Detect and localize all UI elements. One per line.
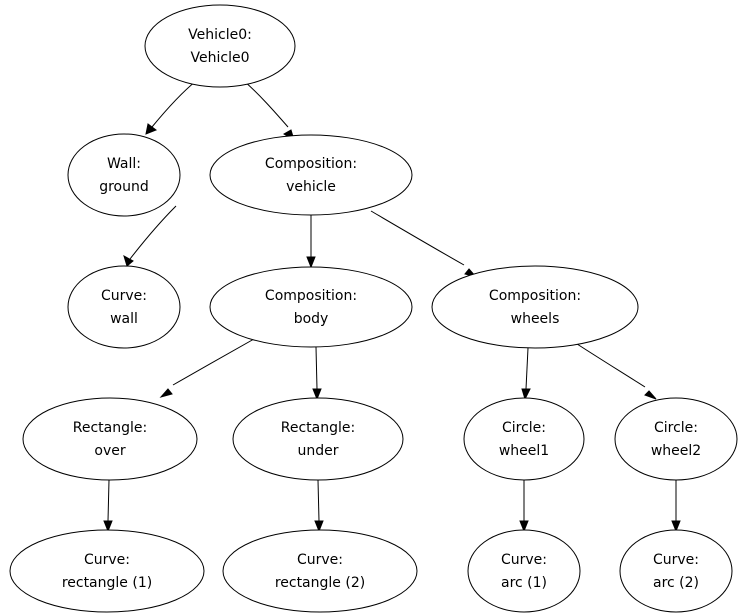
graph-edge <box>671 480 681 533</box>
edge-arrowhead-icon <box>145 123 158 135</box>
graph-node[interactable]: Circle: wheel2 <box>614 397 738 481</box>
edge-line <box>129 205 177 260</box>
graph-edge <box>370 210 478 278</box>
node-label-type: Composition: <box>265 288 357 304</box>
edge-line <box>573 341 646 388</box>
edge-line <box>315 346 318 390</box>
node-ellipse-shape <box>619 529 733 613</box>
node-ellipse-shape <box>22 397 198 481</box>
edge-line <box>151 80 197 128</box>
edge-arrowhead-icon <box>123 254 134 267</box>
node-label-name: wheel2 <box>651 443 701 459</box>
node-ellipse-shape <box>67 265 181 349</box>
node-label-name: wheel1 <box>499 443 549 459</box>
node-ellipse-shape <box>144 4 296 88</box>
node-ellipse-shape <box>232 397 404 481</box>
graph-node[interactable]: Curve: rectangle (2) <box>222 529 418 613</box>
graph-node[interactable]: Composition: body <box>209 266 413 348</box>
node-ellipse-shape <box>431 265 639 349</box>
edge-line <box>172 338 255 386</box>
node-ellipse-shape <box>209 134 413 216</box>
node-ellipse-shape <box>222 529 418 613</box>
node-ellipse-shape <box>467 529 581 613</box>
node-label-name: Vehicle0 <box>191 50 250 66</box>
graph-edge <box>103 479 113 533</box>
graph-node[interactable]: Rectangle: over <box>22 397 198 481</box>
node-ellipse-shape <box>67 133 181 217</box>
edge-line <box>243 80 289 128</box>
edge-line <box>370 210 465 266</box>
graph-edge <box>145 80 197 135</box>
node-label-type: Vehicle0: <box>188 27 252 43</box>
nodes-layer: Vehicle0:Vehicle0Wall:groundComposition:… <box>9 4 738 613</box>
graph-edge <box>312 346 322 401</box>
graph-node[interactable]: Curve: arc (2) <box>619 529 733 613</box>
graph-edge <box>519 480 529 533</box>
graph-node[interactable]: Composition: vehicle <box>209 134 413 216</box>
node-label-name: vehicle <box>286 179 336 195</box>
edge-arrowhead-icon <box>314 520 324 533</box>
graph-node[interactable]: Curve: arc (1) <box>467 529 581 613</box>
node-label-name: wheels <box>511 311 560 327</box>
graph-node[interactable]: Composition: wheels <box>431 265 639 349</box>
node-label-name: body <box>294 311 329 327</box>
graph-edge <box>573 341 657 400</box>
node-label-type: Circle: <box>502 420 546 436</box>
node-label-type: Curve: <box>297 552 343 568</box>
node-label-name: wall <box>110 311 138 327</box>
node-label-type: Curve: <box>101 288 147 304</box>
graph-node[interactable]: Curve: wall <box>67 265 181 349</box>
node-label-name: arc (2) <box>653 575 699 591</box>
graph-edge <box>159 338 255 398</box>
edge-arrowhead-icon <box>306 256 316 269</box>
graph-node[interactable]: Vehicle0: Vehicle0 <box>144 4 296 88</box>
node-label-name: over <box>94 443 125 459</box>
edge-line <box>317 479 320 522</box>
node-label-name: arc (1) <box>501 575 547 591</box>
graph-node[interactable]: Rectangle: under <box>232 397 404 481</box>
node-label-type: Rectangle: <box>73 420 147 436</box>
node-label-name: ground <box>99 179 149 195</box>
graph-edge <box>123 205 177 267</box>
edge-arrowhead-icon <box>521 388 531 401</box>
node-ellipse-shape <box>614 397 738 481</box>
graph-node[interactable]: Curve: rectangle (1) <box>9 529 205 613</box>
node-label-type: Curve: <box>84 552 130 568</box>
node-label-type: Composition: <box>265 156 357 172</box>
node-label-type: Curve: <box>653 552 699 568</box>
node-label-type: Curve: <box>501 552 547 568</box>
node-label-type: Circle: <box>654 420 698 436</box>
edge-arrowhead-icon <box>103 520 113 533</box>
graph-node[interactable]: Circle: wheel1 <box>463 397 585 481</box>
node-ellipse-shape <box>463 397 585 481</box>
node-label-name: under <box>297 443 338 459</box>
edge-arrowhead-icon <box>159 388 173 398</box>
node-label-type: Rectangle: <box>281 420 355 436</box>
node-label-name: rectangle (2) <box>275 575 365 591</box>
graph-edge <box>314 479 324 533</box>
edge-arrowhead-icon <box>644 390 657 400</box>
graph-edge <box>306 215 316 269</box>
node-label-name: rectangle (1) <box>62 575 152 591</box>
node-label-type: Composition: <box>489 288 581 304</box>
node-ellipse-shape <box>209 266 413 348</box>
graph-edge <box>521 347 531 401</box>
edge-arrowhead-icon <box>671 520 681 533</box>
graph-node[interactable]: Wall: ground <box>67 133 181 217</box>
node-ellipse-shape <box>9 529 205 613</box>
edge-line <box>525 347 529 390</box>
edge-arrowhead-icon <box>519 520 529 533</box>
edge-arrowhead-icon <box>312 388 322 401</box>
node-label-type: Wall: <box>107 156 141 172</box>
graph-edge <box>243 80 295 142</box>
edge-line <box>107 479 110 522</box>
